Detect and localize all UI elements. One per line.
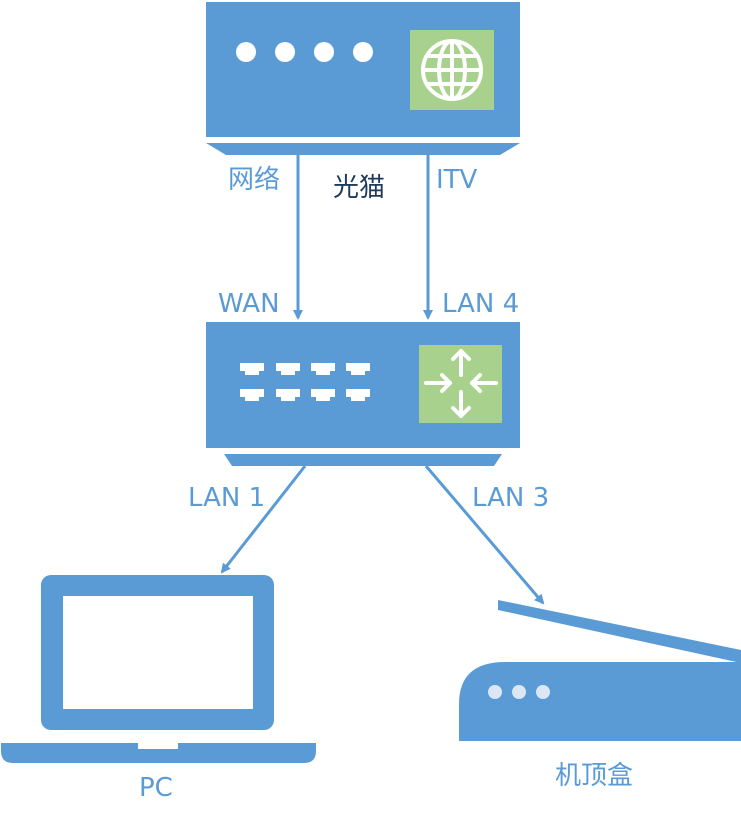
set-top-box-icon [459,600,741,741]
lan1-to-pc-arrow [220,465,307,574]
globe-icon [410,30,494,110]
router-lan1-label: LAN 1 [188,483,265,513]
modem-port-itv-label: ITV [436,165,478,195]
laptop-icon [1,575,316,763]
modem-port-net-label: 网络 [228,165,280,195]
modem-device [206,2,520,155]
router-lan4-label: LAN 4 [442,289,519,319]
modem-status-dots [236,42,373,62]
router-device [206,322,520,466]
modem-label: 光猫 [333,173,385,203]
switch-arrows-icon [419,345,502,423]
lan3-to-stb-arrow [424,465,545,605]
router-lan3-label: LAN 3 [472,483,549,513]
router-wan-label: WAN [218,289,280,319]
stb-label: 机顶盒 [555,761,633,791]
ethernet-ports [240,363,370,401]
pc-label: PC [139,773,173,803]
